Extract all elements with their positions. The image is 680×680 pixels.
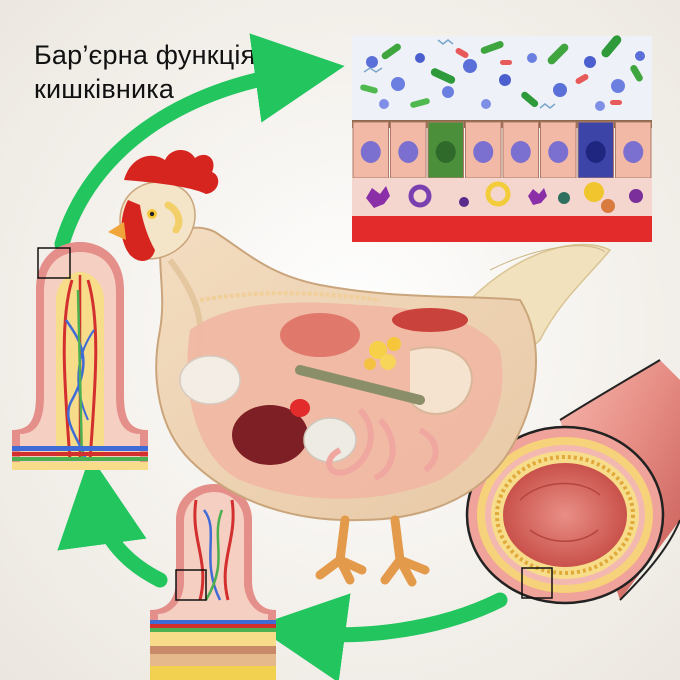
cell-nucleus (511, 141, 531, 163)
curved-arrow-icon (96, 500, 160, 580)
epithelial-cells (352, 120, 652, 178)
cell-nucleus (473, 141, 493, 163)
submucosa-band (352, 216, 652, 242)
cell-nucleus (623, 141, 643, 163)
cell-nucleus (548, 141, 568, 163)
cell-nucleus (361, 141, 381, 163)
curved-arrow-icon (300, 600, 500, 635)
cell-nucleus (436, 141, 456, 163)
cell-nucleus (586, 141, 606, 163)
epithelium-microbiota-panel (352, 33, 652, 242)
cell-nucleus (398, 141, 418, 163)
villus-illustration (150, 484, 276, 680)
villus-illustration (12, 242, 148, 470)
